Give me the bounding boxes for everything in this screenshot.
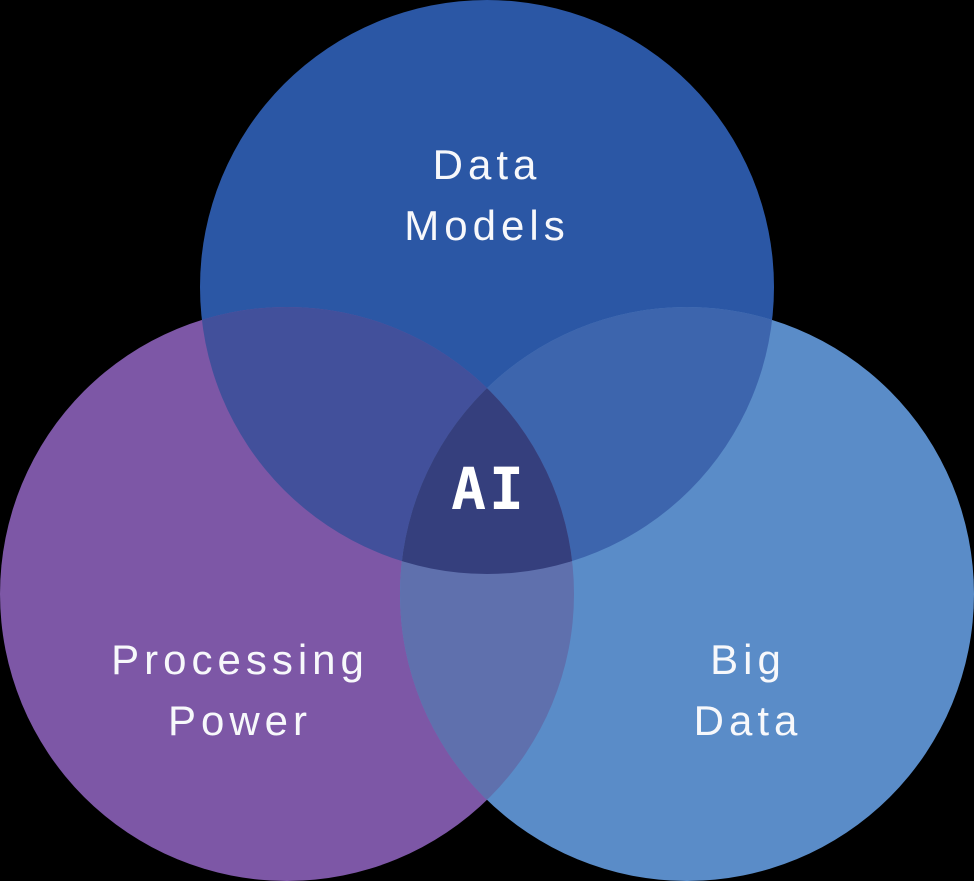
label-data-models-line1: Data (432, 141, 542, 189)
label-processing-power-line1: Processing (111, 636, 369, 684)
label-big-data-line2: Data (693, 697, 803, 744)
label-big-data-line1: Big (710, 636, 786, 684)
label-ai-center: AI (451, 455, 527, 523)
label-processing-power-line2: Power (167, 697, 313, 744)
label-big-data: Big Data (694, 630, 803, 752)
label-processing-power: Processing Power (111, 630, 369, 752)
label-data-models-line2: Models (404, 202, 570, 249)
label-data-models: Data Models (404, 135, 569, 257)
overlap-top-right (400, 307, 774, 574)
overlap-top-left (200, 307, 574, 574)
